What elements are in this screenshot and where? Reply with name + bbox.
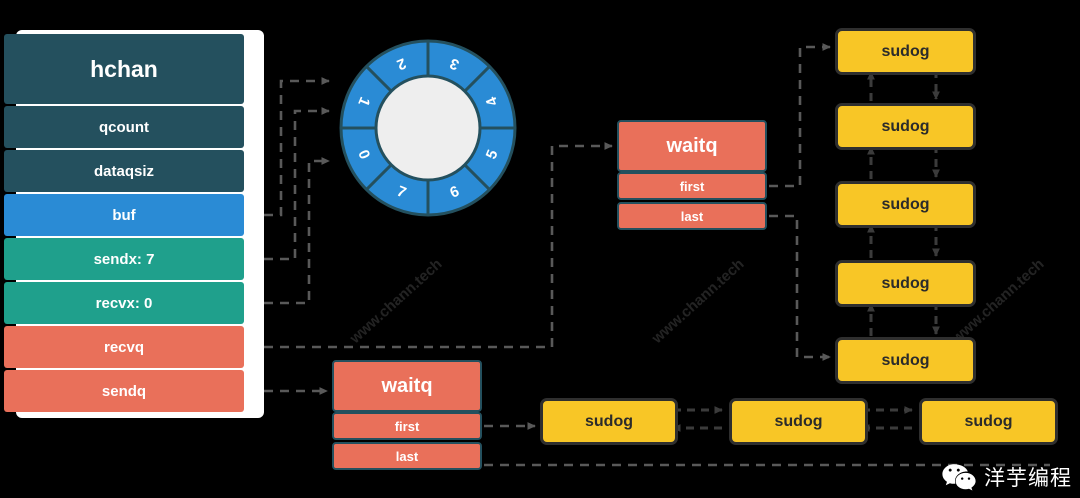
sudog-send-2: sudog [729,398,868,445]
edge-sendx-to-ring [264,107,330,261]
edge-buf-to-ring [264,77,330,217]
hchan-field-dataqsiz: dataqsiz [4,150,244,192]
brand-text: 洋芋编程 [984,467,1072,490]
waitq-send: waitq first last [332,360,482,470]
waitq-recv-title: waitq [617,120,767,172]
edge-recv-last-to-sudog-5 [769,214,831,361]
waitq-send-last: last [332,442,482,470]
ring-divider [463,65,491,93]
brand-watermark: 洋芋编程 [942,462,1072,492]
edge-recvx-to-ring [264,157,330,305]
waitq-send-title: waitq [332,360,482,412]
waitq-recv: waitq first last [617,120,767,230]
edge-recvq-to-waitq-recv [264,142,613,349]
ring-divider [365,163,393,191]
hchan-field-buf: buf [4,194,244,236]
hchan-field-recvq: recvq [4,326,244,368]
ring-divider [365,65,393,93]
hchan-field-qcount: qcount [4,106,244,148]
waitq-recv-first: first [617,172,767,200]
waitq-recv-last: last [617,202,767,230]
hchan-field-sendx: sendx: 7 [4,238,244,280]
sudog-recv-4: sudog [835,260,976,307]
hchan-title: hchan [4,34,244,104]
wechat-icon [942,463,976,490]
ring-hub [374,74,482,182]
sudog-recv-5: sudog [835,337,976,384]
edge-recv-first-to-sudog-1 [769,43,831,188]
sudog-send-1: sudog [540,398,678,445]
sudog-recv-2: sudog [835,103,976,150]
hchan-field-sendq: sendq [4,370,244,412]
sudog-recv-3: sudog [835,181,976,228]
sudog-recv-1: sudog [835,28,976,75]
hchan-field-recvx: recvx: 0 [4,282,244,324]
sudog-send-3: sudog [919,398,1058,445]
waitq-send-first: first [332,412,482,440]
ring-divider [463,163,491,191]
